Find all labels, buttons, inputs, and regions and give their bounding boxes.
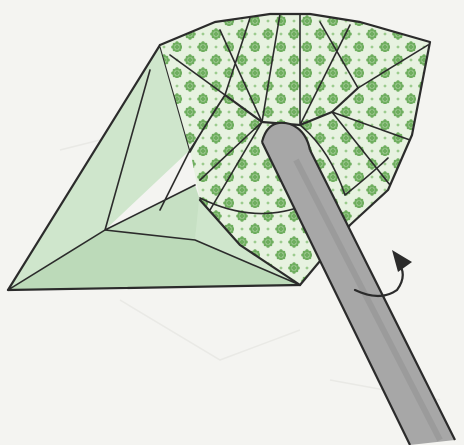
origami-illustration (0, 0, 464, 445)
